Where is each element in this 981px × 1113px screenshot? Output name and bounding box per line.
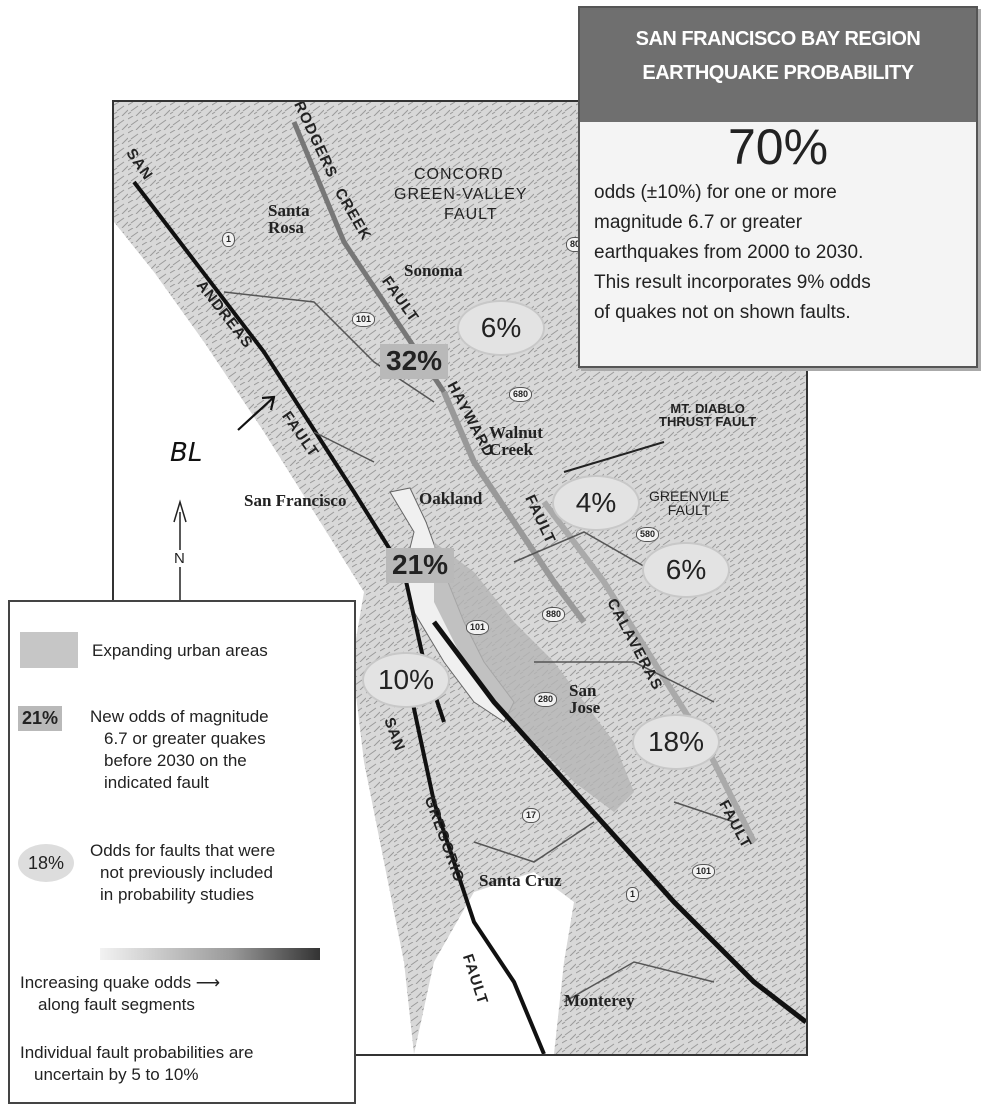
- highway-shield: 1: [222, 232, 236, 247]
- highway-shield: 1: [626, 887, 640, 902]
- place-monterey: Monterey: [564, 991, 635, 1010]
- north-label: N: [174, 550, 185, 567]
- place-sonoma: Sonoma: [404, 261, 463, 280]
- odds-gradient-bar: [100, 948, 320, 960]
- legend-old-odds-swatch: 18%: [18, 844, 74, 882]
- prob-calaveras: 18%: [634, 716, 718, 768]
- arrow-right-icon: ⟶: [195, 973, 221, 992]
- highway-shield: 101: [692, 864, 716, 879]
- place-san-francisco: San Francisco: [244, 491, 347, 510]
- inset-description: odds (±10%) for one or more magnitude 6.…: [594, 182, 871, 323]
- mt-diablo-leader: [563, 441, 665, 473]
- highway-shield: 101: [466, 620, 490, 635]
- prob-rodgers-creek: 32%: [380, 344, 449, 379]
- san-gregorio-line: [402, 661, 546, 1054]
- inset-title: SAN FRANCISCO BAY REGION EARTHQUAKE PROB…: [580, 8, 976, 122]
- highway-shield: 280: [534, 692, 558, 707]
- prob-hayward: 21%: [386, 548, 455, 583]
- handwritten-annotation: BL: [170, 438, 203, 468]
- calaveras-line: [541, 500, 757, 844]
- legend-urban-label: Expanding urban areas: [92, 641, 268, 660]
- highway-shield: 680: [509, 387, 533, 402]
- highway-shield: 580: [636, 527, 660, 542]
- highway-shield: 880: [542, 607, 566, 622]
- place-santa-cruz: Santa Cruz: [479, 871, 562, 890]
- prob-mt-diablo: 4%: [554, 477, 638, 529]
- fault-label-concord-fault: FAULT: [444, 206, 498, 223]
- prob-concord: 6%: [459, 302, 543, 354]
- legend-old-odds-label: Odds for faults that were not previously…: [90, 841, 276, 904]
- prob-san-gregorio: 10%: [364, 654, 448, 706]
- fault-label-concord: CONCORD: [414, 166, 504, 183]
- hayward-line: [441, 390, 587, 624]
- highway-shield: 101: [352, 312, 376, 327]
- map-legend: Expanding urban areas 21% New odds of ma…: [8, 600, 356, 1104]
- legend-new-odds-swatch: 21%: [18, 706, 63, 731]
- legend-gradient-label: Increasing quake odds ⟶ along fault segm…: [20, 973, 221, 1014]
- road-lines: [223, 291, 735, 1003]
- inset-probability: 70%: [727, 119, 829, 175]
- legend-uncertainty-label: Individual fault probabilities are uncer…: [20, 1043, 254, 1084]
- bl-arrow: [237, 395, 276, 431]
- probability-inset: SAN FRANCISCO BAY REGION EARTHQUAKE PROB…: [578, 6, 978, 368]
- fault-label-green-valley: GREEN-VALLEY: [394, 186, 528, 203]
- highway-shield: 17: [522, 808, 541, 823]
- monterey-bay: [414, 872, 574, 1054]
- prob-greenville: 6%: [644, 544, 728, 596]
- legend-new-odds-label: New odds of magnitude 6.7 or greater qua…: [90, 707, 269, 792]
- urban-swatch: [20, 632, 78, 668]
- place-oakland: Oakland: [419, 489, 483, 508]
- urban-area: [434, 542, 634, 812]
- southern-fault-line: [432, 620, 806, 1024]
